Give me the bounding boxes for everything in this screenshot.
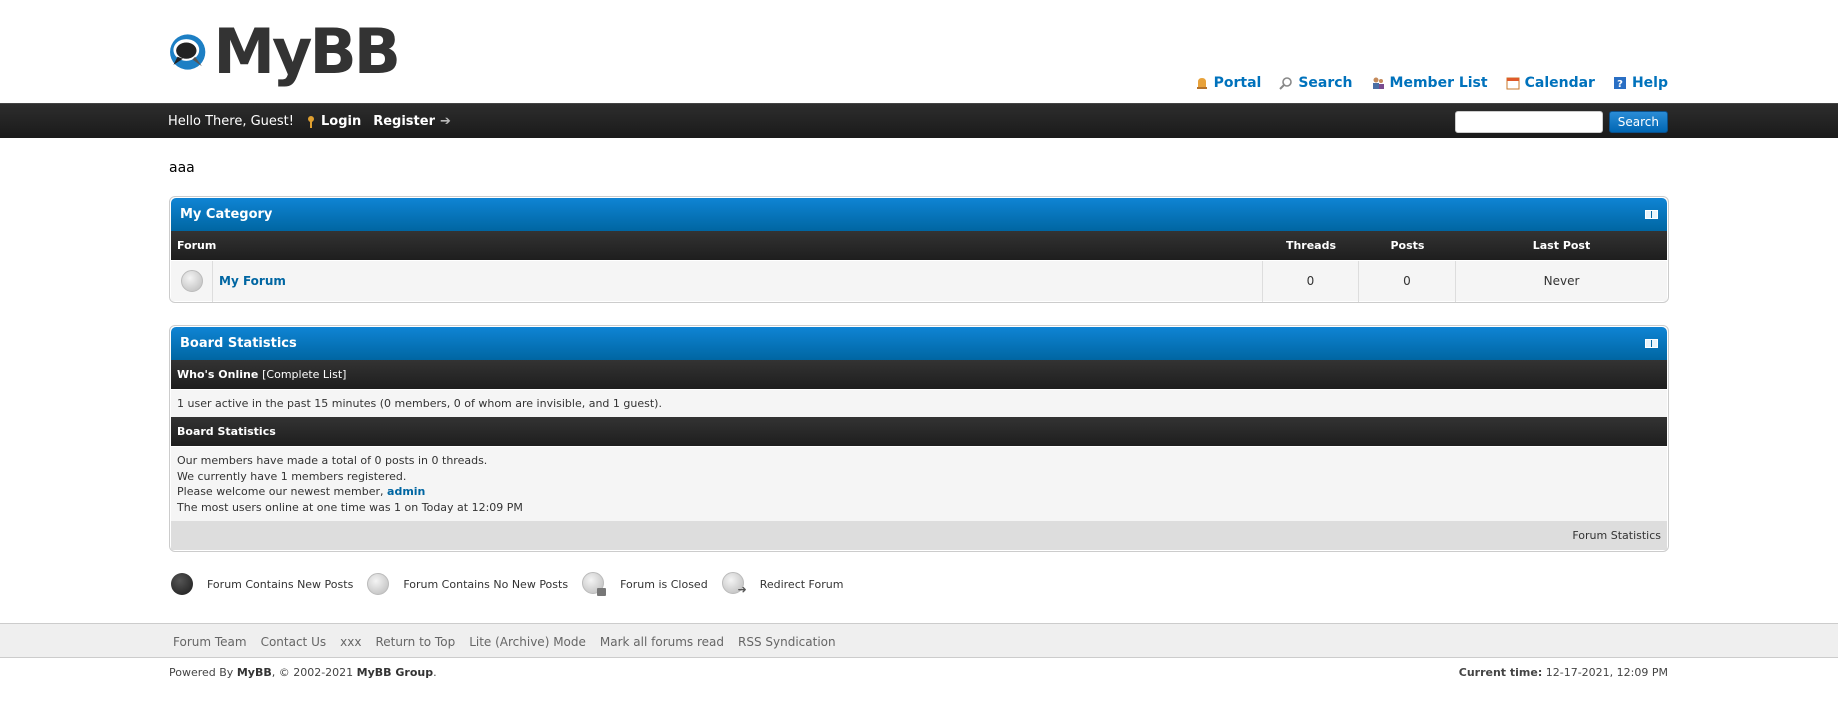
category-table: My Category Forum Threads Posts Last Pos… <box>169 196 1669 303</box>
xxx-link[interactable]: xxx <box>340 634 362 649</box>
category-title[interactable]: My Category <box>180 207 273 222</box>
footer-links-bar: Forum Team Contact Us xxx Return to Top … <box>0 623 1838 658</box>
header: MyBB Portal Search Member List Calendar … <box>0 0 1838 103</box>
top-links: Portal Search Member List Calendar ? Hel… <box>1195 75 1668 91</box>
welcome-block: Hello There, Guest! Login Register ➔ <box>168 104 451 139</box>
register-link[interactable]: Register ➔ <box>373 114 451 129</box>
posts-column-header: Posts <box>1390 239 1425 252</box>
forum-status-cell <box>171 260 213 302</box>
copyright: Powered By MyBB, © 2002-2021 MyBB Group. <box>169 666 437 679</box>
current-time-label: Current time: <box>1458 666 1543 679</box>
board-statistics-title: Board Statistics <box>180 336 297 351</box>
logo-text: MyBB <box>213 15 401 88</box>
total-posts-text: Our members have made a total of 0 posts… <box>177 454 488 467</box>
last-post-column-header: Last Post <box>1532 239 1591 252</box>
redirect-forum-icon: ➜ <box>721 572 747 596</box>
members-registered-text: We currently have 1 members registered. <box>177 469 407 483</box>
svg-text:?: ? <box>1617 79 1623 90</box>
online-users-text: 1 user active in the past 15 minutes (0 … <box>177 397 662 410</box>
guest-greeting: Hello There, Guest! <box>168 114 294 129</box>
current-time: Current time: 12-17-2021, 12:09 PM <box>1459 666 1668 679</box>
board-stats-footer: Forum Statistics <box>171 521 1667 550</box>
portal-link-label: Portal <box>1213 75 1262 91</box>
legend-label: Redirect Forum <box>759 577 844 591</box>
lite-archive-mode-link[interactable]: Lite (Archive) Mode <box>469 634 586 649</box>
board-statistics-table: Board Statistics Who's Online [Complete … <box>169 325 1669 552</box>
legend-item: Forum Contains No New Posts <box>367 573 568 595</box>
return-to-top-link[interactable]: Return to Top <box>375 634 456 649</box>
calendar-icon <box>1506 77 1520 90</box>
help-link[interactable]: ? Help <box>1613 75 1668 91</box>
complete-list-link[interactable]: [Complete List] <box>262 368 347 381</box>
mark-forums-read-link[interactable]: Mark all forums read <box>599 634 725 649</box>
login-link[interactable]: Login <box>306 114 361 129</box>
forum-threads-count: 0 <box>1263 260 1359 302</box>
current-time-value: 12-17-2021, 12:09 PM <box>1545 666 1668 679</box>
member-list-icon <box>1372 77 1384 89</box>
newest-member-prefix: Please welcome our newest member, <box>177 485 384 498</box>
forum-link[interactable]: My Forum <box>219 274 286 288</box>
page-title: aaa <box>169 160 195 176</box>
board-stats-subheading-label: Board Statistics <box>177 425 276 438</box>
portal-link[interactable]: Portal <box>1195 75 1262 91</box>
board-stats-row: Our members have made a total of 0 posts… <box>171 446 1667 521</box>
most-online-text: The most users online at one time was 1 … <box>177 500 523 514</box>
calendar-link-label: Calendar <box>1524 75 1595 91</box>
forum-row: My Forum 0 0 Never <box>171 260 1667 302</box>
forum-closed-icon <box>582 572 607 596</box>
arrow-right-icon: ➔ <box>440 114 451 129</box>
legend-item: Forum Contains New Posts <box>171 573 353 595</box>
forum-column-headers: Forum Threads Posts Last Post <box>171 231 1667 260</box>
search-button[interactable]: Search <box>1608 111 1668 133</box>
whos-online-label: Who's Online <box>177 368 259 381</box>
forum-statistics-link[interactable]: Forum Statistics <box>1572 529 1661 542</box>
calendar-link[interactable]: Calendar <box>1506 75 1595 91</box>
key-icon <box>307 115 314 128</box>
category-header: My Category <box>171 198 1667 231</box>
rss-syndication-link[interactable]: RSS Syndication <box>738 634 836 649</box>
quick-search: Search <box>1454 111 1668 133</box>
legend-label: Forum Contains New Posts <box>207 577 354 591</box>
portal-icon <box>1196 78 1207 89</box>
forum-legend: Forum Contains New Posts Forum Contains … <box>171 572 857 596</box>
newest-member-line: Please welcome our newest member, admin <box>177 484 1661 500</box>
search-link-label: Search <box>1298 75 1353 91</box>
contact-us-link[interactable]: Contact Us <box>260 634 327 649</box>
whos-online-heading: Who's Online [Complete List] <box>171 360 1667 389</box>
forum-last-post: Never <box>1543 273 1580 288</box>
forum-team-link[interactable]: Forum Team <box>173 634 247 649</box>
online-users-row: 1 user active in the past 15 minutes (0 … <box>171 389 1667 417</box>
footer-links: Forum Team Contact Us xxx Return to Top … <box>173 624 836 659</box>
help-icon: ? <box>1613 77 1626 90</box>
forum-new-posts-icon <box>171 573 193 595</box>
help-link-label: Help <box>1631 75 1668 91</box>
board-statistics-header: Board Statistics <box>171 327 1667 360</box>
threads-column-header: Threads <box>1285 239 1337 252</box>
mybb-logo[interactable]: MyBB <box>168 15 401 88</box>
search-link[interactable]: Search <box>1279 75 1353 91</box>
mybb-link[interactable]: MyBB <box>236 666 272 679</box>
forum-posts-count: 0 <box>1359 260 1456 302</box>
search-icon <box>1279 77 1293 90</box>
legend-label: Forum is Closed <box>620 577 708 591</box>
member-list-link-label: Member List <box>1389 75 1488 91</box>
collapse-icon[interactable] <box>1645 210 1658 219</box>
login-label: Login <box>320 114 362 129</box>
newest-member-link[interactable]: admin <box>387 485 426 498</box>
mybb-group-link[interactable]: MyBB Group <box>356 666 434 679</box>
legend-item: Forum is Closed <box>582 572 708 596</box>
forum-column-header: Forum <box>177 239 217 252</box>
member-list-link[interactable]: Member List <box>1371 75 1488 91</box>
legend-label: Forum Contains No New Posts <box>403 577 569 591</box>
search-input[interactable] <box>1454 111 1603 133</box>
collapse-icon[interactable] <box>1645 339 1658 348</box>
forum-no-new-posts-icon <box>367 573 390 595</box>
forum-name-cell: My Forum <box>213 260 1263 302</box>
navbar: Hello There, Guest! Login Register ➔ Sea… <box>0 103 1838 138</box>
board-stats-subheading: Board Statistics <box>171 417 1667 446</box>
speech-bubble-logo-icon <box>170 34 206 70</box>
legend-item: ➜ Redirect Forum <box>721 572 844 596</box>
forum-no-new-posts-icon <box>180 270 203 292</box>
register-label: Register <box>373 114 435 129</box>
